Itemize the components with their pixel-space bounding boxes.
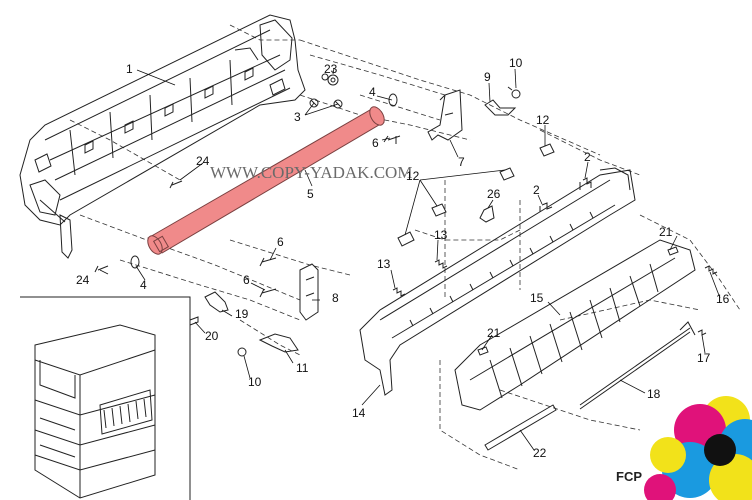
callout-10: 10 <box>509 56 523 70</box>
watermark-text: WWW.COPY-YADAK.COM <box>210 163 412 182</box>
part-roller-highlighted <box>147 106 385 255</box>
part-lower-guide-frame <box>359 167 636 396</box>
corner-fcp-text: FCP <box>616 469 642 484</box>
callout-21: 21 <box>487 326 501 340</box>
part-spring-2-right <box>579 177 592 190</box>
callout-21: 21 <box>659 225 673 239</box>
part-bracket-26 <box>479 205 495 223</box>
part-bracket-8 <box>299 263 319 321</box>
callout-13: 13 <box>434 228 448 242</box>
part-bushing-4-bottom <box>130 255 140 269</box>
callout-11: 11 <box>296 361 309 375</box>
callout-2: 2 <box>584 150 591 164</box>
callout-6: 6 <box>372 136 379 150</box>
part-washer-10-bottom <box>237 347 247 357</box>
callout-8: 8 <box>332 291 339 305</box>
callout-3: 3 <box>294 110 301 124</box>
callout-24: 24 <box>76 273 90 287</box>
part-gear-23 <box>321 73 339 86</box>
part-clips-12-left <box>397 167 515 247</box>
callout-1: 1 <box>126 62 133 76</box>
part-shaft <box>579 321 696 410</box>
roller-end-right <box>369 106 385 126</box>
callout-17: 17 <box>697 351 711 365</box>
part-springs-16-17 <box>697 265 718 336</box>
part-clip-12-right <box>539 143 555 157</box>
callout-9: 9 <box>484 70 491 84</box>
callout-19: 19 <box>235 307 249 321</box>
callout-18: 18 <box>647 387 661 401</box>
part-springs-13 <box>392 259 448 297</box>
part-screw-6-mid <box>259 257 277 298</box>
callout-12: 12 <box>536 113 550 127</box>
callout-22: 22 <box>533 446 547 460</box>
inset-copier-location <box>20 296 191 500</box>
callout-4: 4 <box>369 85 376 99</box>
callout-14: 14 <box>352 406 366 420</box>
callout-6: 6 <box>277 235 284 249</box>
callout-24: 24 <box>196 154 210 168</box>
callout-4: 4 <box>140 278 147 292</box>
part-spring-2-mid <box>539 202 553 212</box>
callout-7: 7 <box>458 155 465 169</box>
part-guide-plate-ribbed <box>454 239 696 411</box>
callout-26: 26 <box>487 187 501 201</box>
part-bracket-11 <box>258 333 299 353</box>
part-upper-frame <box>19 14 306 259</box>
corner-color-logo <box>644 396 752 500</box>
callout-15: 15 <box>530 291 544 305</box>
leader-lines <box>99 67 721 451</box>
callout-23: 23 <box>324 62 338 76</box>
part-screw-6-top <box>383 135 401 144</box>
part-strip <box>484 404 557 451</box>
part-bushing-4-top <box>388 93 398 107</box>
callout-5: 5 <box>307 187 314 201</box>
callout-2: 2 <box>533 183 540 197</box>
part-bracket-7 <box>427 89 463 141</box>
callout-16: 16 <box>716 292 730 306</box>
callout-13: 13 <box>377 257 391 271</box>
part-washer-10-top <box>507 86 521 99</box>
part-bracket-9 <box>484 99 517 116</box>
callout-12: 12 <box>406 169 420 183</box>
part-bracket-19 <box>204 291 229 313</box>
callout-20: 20 <box>205 329 219 343</box>
callout-10: 10 <box>248 375 262 389</box>
part-screw-24 <box>94 180 183 273</box>
callout-6: 6 <box>243 273 250 287</box>
callout-labels: 1 2 2 3 4 4 5 6 6 6 7 8 9 10 10 11 12 12… <box>76 56 730 460</box>
